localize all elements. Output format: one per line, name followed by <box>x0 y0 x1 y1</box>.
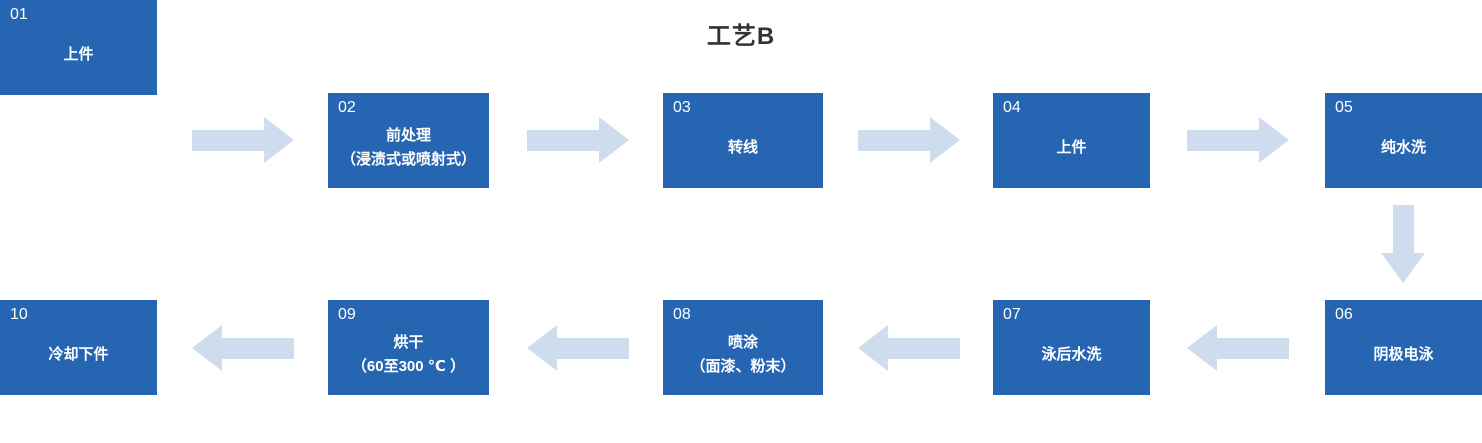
step-label: 转线 <box>727 138 758 156</box>
arrow-left-icon <box>858 325 960 371</box>
arrow-right-icon <box>192 117 294 163</box>
step-number: 02 <box>338 99 356 116</box>
step-label: 前处理 <box>385 126 431 144</box>
step-box-09: 09 烘干 （60至300 ℃ ） <box>328 300 489 395</box>
step-label: 上件 <box>63 45 94 63</box>
arrow-head <box>527 325 557 371</box>
arrow-head <box>858 325 888 371</box>
arrow-body <box>527 129 599 151</box>
arrow-head <box>930 117 960 163</box>
step-label: 喷涂 <box>727 333 758 351</box>
arrow-down-icon <box>1381 205 1425 283</box>
step-box-05: 05 纯水洗 <box>1325 93 1482 188</box>
step-box-02: 02 前处理 （浸渍式或喷射式） <box>328 93 489 188</box>
arrow-right-icon <box>527 117 629 163</box>
arrow-body <box>222 337 294 359</box>
arrow-body <box>888 337 960 359</box>
arrow-body <box>192 129 264 151</box>
step-label: 纯水洗 <box>1380 138 1426 156</box>
arrow-right-icon <box>858 117 960 163</box>
step-number: 06 <box>1335 306 1353 323</box>
step-label: 上件 <box>1056 138 1087 156</box>
step-box-03: 03 转线 <box>663 93 823 188</box>
step-number: 07 <box>1003 306 1021 323</box>
step-number: 04 <box>1003 99 1021 116</box>
arrow-head <box>1259 117 1289 163</box>
step-number: 08 <box>673 306 691 323</box>
step-box-04: 04 上件 <box>993 93 1150 188</box>
arrow-body <box>1187 129 1259 151</box>
arrow-right-icon <box>1187 117 1289 163</box>
step-number: 01 <box>10 6 28 23</box>
step-number: 10 <box>10 306 28 323</box>
arrow-left-icon <box>1187 325 1289 371</box>
step-box-08: 08 喷涂 （面漆、粉末） <box>663 300 823 395</box>
step-sublabel: （浸渍式或喷射式） <box>340 150 476 168</box>
arrow-head <box>1187 325 1217 371</box>
step-number: 09 <box>338 306 356 323</box>
arrow-left-icon <box>527 325 629 371</box>
step-box-10: 10 冷却下件 <box>0 300 157 395</box>
arrow-head <box>264 117 294 163</box>
arrow-head <box>1381 253 1425 283</box>
step-number: 03 <box>673 99 691 116</box>
step-sublabel: （面漆、粉末） <box>690 357 796 375</box>
step-number: 05 <box>1335 99 1353 116</box>
arrow-head <box>599 117 629 163</box>
arrow-body <box>1392 205 1414 253</box>
step-box-01: 01 上件 <box>0 0 157 95</box>
arrow-body <box>557 337 629 359</box>
arrow-body <box>858 129 930 151</box>
flowchart-title: 工艺B <box>706 23 776 50</box>
step-box-07: 07 泳后水洗 <box>993 300 1150 395</box>
step-label: 阴极电泳 <box>1373 345 1434 363</box>
step-label: 泳后水洗 <box>1041 345 1102 363</box>
arrow-head <box>192 325 222 371</box>
step-box-06: 06 阴极电泳 <box>1325 300 1482 395</box>
arrow-left-icon <box>192 325 294 371</box>
step-sublabel: （60至300 ℃ ） <box>351 357 466 375</box>
step-label: 烘干 <box>393 333 424 351</box>
arrow-body <box>1217 337 1289 359</box>
step-label: 冷却下件 <box>48 345 109 363</box>
